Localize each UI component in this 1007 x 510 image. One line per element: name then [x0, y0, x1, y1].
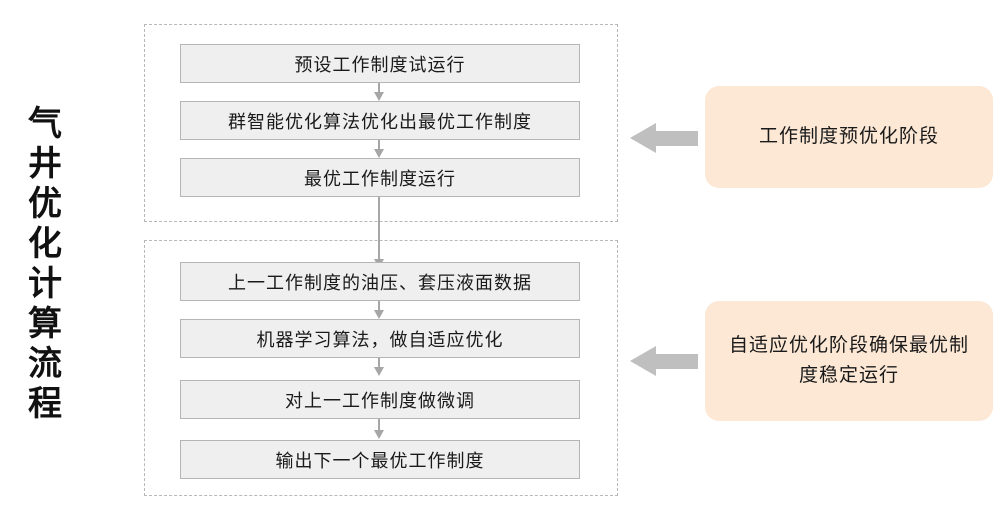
- group-container-pre-optimization: [144, 24, 618, 222]
- arrow-shaft: [654, 354, 698, 369]
- arrow-head: [630, 123, 656, 153]
- arrow-head: [630, 346, 656, 376]
- step-box-machine-learning-adaptive[interactable]: 机器学习算法，做自适应优化: [180, 319, 580, 358]
- page-title-vertical: 气井优化计算流程: [28, 105, 62, 423]
- step-box-previous-pressure-data[interactable]: 上一工作制度的油压、套压液面数据: [180, 262, 580, 301]
- left-block-arrow-icon-pre-optimization: [630, 123, 698, 153]
- arrow-shaft: [654, 131, 698, 146]
- connector-arrow-down-icon: [374, 358, 384, 376]
- callout-adaptive-optimization-stage[interactable]: 自适应优化阶段确保最优制度稳定运行: [705, 301, 993, 421]
- group-container-adaptive-optimization: [144, 240, 618, 496]
- connector-arrow-down-icon: [374, 419, 384, 439]
- connector-arrow-down-icon: [374, 301, 384, 319]
- step-box-preset-trial-run[interactable]: 预设工作制度试运行: [180, 44, 580, 83]
- step-box-fine-tune-schedule[interactable]: 对上一工作制度做微调: [180, 380, 580, 419]
- left-block-arrow-icon-adaptive-optimization: [630, 346, 698, 376]
- callout-pre-optimization-stage[interactable]: 工作制度预优化阶段: [705, 86, 993, 188]
- connector-arrow-down-icon: [374, 140, 384, 158]
- connector-arrow-down-icon: [374, 83, 384, 101]
- step-box-optimal-schedule-run[interactable]: 最优工作制度运行: [180, 158, 580, 197]
- step-box-swarm-intelligence-optimization[interactable]: 群智能优化算法优化出最优工作制度: [180, 101, 580, 140]
- step-box-output-next-optimal-schedule[interactable]: 输出下一个最优工作制度: [180, 440, 580, 479]
